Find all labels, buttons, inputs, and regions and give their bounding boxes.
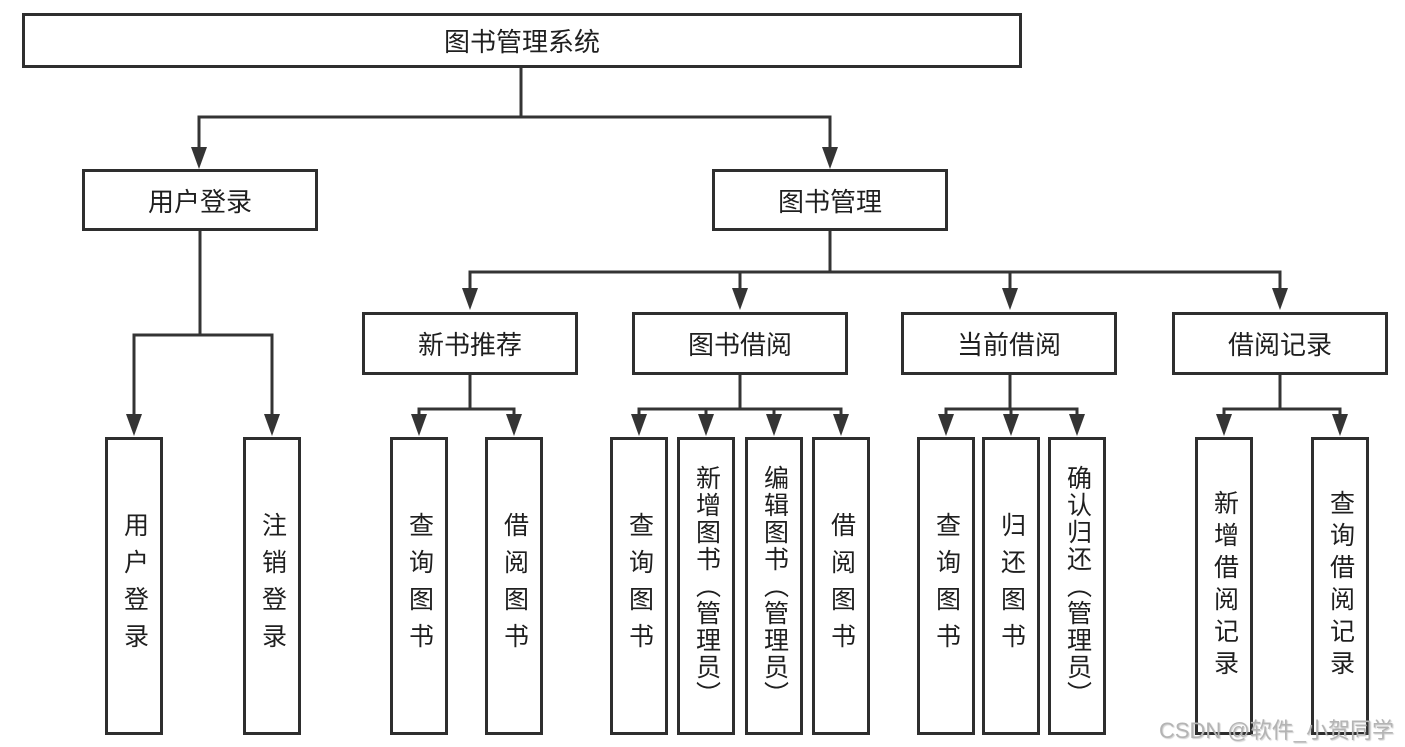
leaf-user-login-label: 用户登录 bbox=[120, 512, 148, 660]
node-book-borrowing: 图书借阅 bbox=[632, 312, 848, 375]
leaf-query-books-current: 查询图书 bbox=[917, 437, 975, 735]
leaf-add-borrow-record: 新增借阅记录 bbox=[1195, 437, 1253, 735]
leaf-query-books-borrow: 查询图书 bbox=[610, 437, 668, 735]
leaf-user-login: 用户登录 bbox=[105, 437, 163, 735]
leaf-add-borrow-record-label: 新增借阅记录 bbox=[1210, 490, 1238, 682]
leaf-query-books-current-label: 查询图书 bbox=[932, 512, 960, 660]
leaf-query-books-recommend-label: 查询图书 bbox=[405, 512, 433, 660]
csdn-watermark: CSDN @软件_小贺同学 bbox=[1158, 718, 1394, 743]
leaf-return-books-label: 归还图书 bbox=[997, 512, 1025, 660]
leaf-logout: 注销登录 bbox=[243, 437, 301, 735]
leaf-query-books-borrow-label: 查询图书 bbox=[625, 512, 653, 660]
leaf-query-books-recommend: 查询图书 bbox=[390, 437, 448, 735]
node-user-login: 用户登录 bbox=[82, 169, 318, 231]
node-new-book-recommendation: 新书推荐 bbox=[362, 312, 578, 375]
node-current-borrowing: 当前借阅 bbox=[901, 312, 1117, 375]
leaf-borrow-books-recommend: 借阅图书 bbox=[485, 437, 543, 735]
leaf-confirm-return-admin-label: 确认归还（管理员） bbox=[1063, 464, 1091, 708]
leaf-query-borrow-record: 查询借阅记录 bbox=[1311, 437, 1369, 735]
leaf-return-books: 归还图书 bbox=[982, 437, 1040, 735]
node-library-management-system: 图书管理系统 bbox=[22, 13, 1022, 68]
leaf-edit-books-admin-label: 编辑图书（管理员） bbox=[760, 464, 788, 708]
leaf-query-borrow-record-label: 查询借阅记录 bbox=[1326, 490, 1354, 682]
leaf-logout-label: 注销登录 bbox=[258, 512, 286, 660]
leaf-edit-books-admin: 编辑图书（管理员） bbox=[745, 437, 803, 735]
node-book-management: 图书管理 bbox=[712, 169, 948, 231]
leaf-confirm-return-admin: 确认归还（管理员） bbox=[1048, 437, 1106, 735]
node-borrowing-records: 借阅记录 bbox=[1172, 312, 1388, 375]
leaf-borrow-books-label: 借阅图书 bbox=[827, 512, 855, 660]
leaf-borrow-books-recommend-label: 借阅图书 bbox=[500, 512, 528, 660]
leaf-add-books-admin-label: 新增图书（管理员） bbox=[692, 464, 720, 708]
leaf-add-books-admin: 新增图书（管理员） bbox=[677, 437, 735, 735]
leaf-borrow-books: 借阅图书 bbox=[812, 437, 870, 735]
